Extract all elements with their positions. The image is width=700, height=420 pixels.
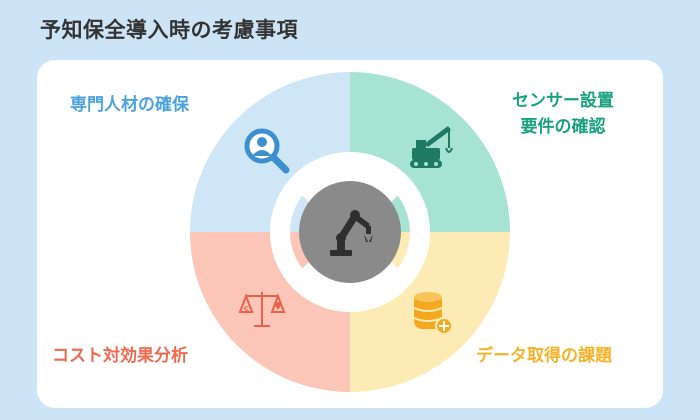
svg-text:$: $	[243, 305, 249, 316]
label-data: データ取得の課題	[476, 346, 612, 366]
quadrant-bottom-left	[190, 232, 350, 392]
robot-arm-icon	[330, 210, 373, 256]
page-title: 予知保全導入時の考慮事項	[40, 18, 298, 42]
balance-scale-icon: $	[238, 292, 286, 327]
label-sensor-line2: 要件の確認	[520, 117, 606, 137]
label-talent: 専門人材の確保	[70, 95, 189, 115]
database-add-icon	[413, 292, 453, 335]
label-sensor: センサー設置 要件の確認	[488, 88, 638, 140]
center-circle	[299, 181, 401, 283]
crane-icon	[410, 126, 453, 168]
person-search-icon	[244, 128, 290, 174]
label-cost: コスト対効果分析	[52, 346, 188, 366]
label-sensor-line1: センサー設置	[512, 91, 614, 111]
